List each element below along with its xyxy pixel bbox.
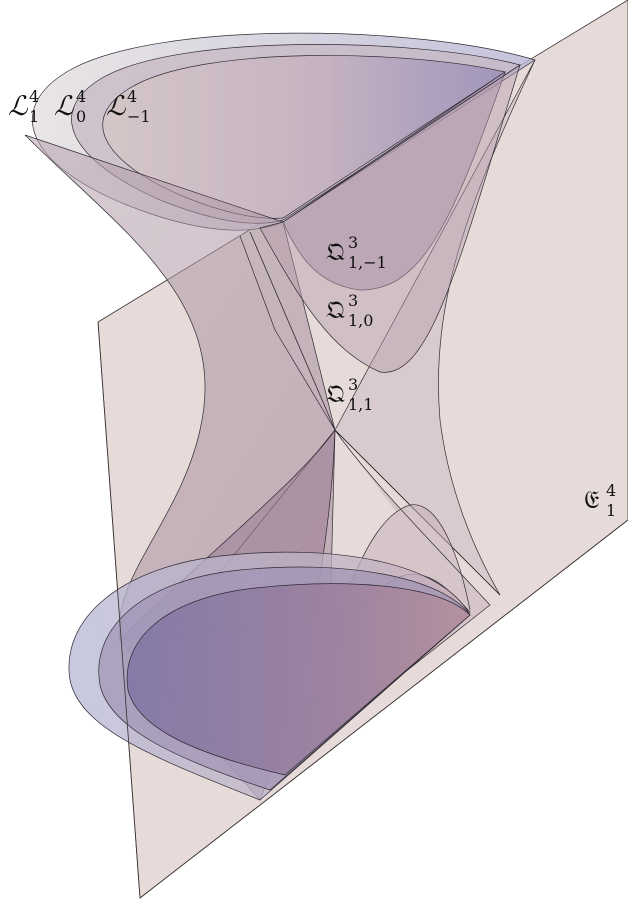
svg-text:1,−1: 1,−1 <box>348 253 387 272</box>
svg-text:−1: −1 <box>127 107 151 126</box>
label-quadric-1m1: 𝔔 3 1,−1 <box>326 233 387 272</box>
svg-text:3: 3 <box>348 291 358 310</box>
label-lightcone-0: ℒ 4 0 <box>54 87 86 126</box>
label-plane: 𝔈 4 1 <box>584 481 616 520</box>
label-quadric-11: 𝔔 3 1,1 <box>326 375 373 414</box>
svg-text:3: 3 <box>348 375 358 394</box>
svg-text:4: 4 <box>127 87 137 106</box>
quadric-1m1-surface <box>282 71 506 291</box>
svg-text:ℒ: ℒ <box>8 91 28 122</box>
svg-text:4: 4 <box>606 481 616 500</box>
plane-cut-line-left <box>239 235 336 431</box>
svg-text:1: 1 <box>606 501 616 520</box>
label-quadric-10: 𝔔 3 1,0 <box>326 291 373 330</box>
svg-text:1,0: 1,0 <box>348 311 373 330</box>
label-lightcone-1: ℒ 4 1 <box>8 87 39 126</box>
svg-text:ℒ: ℒ <box>54 91 74 122</box>
plane-bottom-edge <box>139 519 628 899</box>
plane-front-edge <box>97 321 141 899</box>
svg-text:4: 4 <box>29 87 39 106</box>
svg-text:𝔔: 𝔔 <box>326 295 345 324</box>
svg-text:0: 0 <box>76 107 86 126</box>
svg-text:𝔈: 𝔈 <box>584 485 599 514</box>
svg-text:ℒ: ℒ <box>106 91 126 122</box>
quadric-10-surface <box>259 64 521 373</box>
svg-text:4: 4 <box>76 87 86 106</box>
hyperboloid-right <box>334 59 536 596</box>
svg-text:3: 3 <box>348 233 358 252</box>
lightcone-bottom-inner <box>126 583 471 776</box>
label-lightcone-m1: ℒ 4 −1 <box>106 87 151 126</box>
svg-text:𝔔: 𝔔 <box>326 237 345 266</box>
svg-text:1: 1 <box>29 107 39 126</box>
svg-text:𝔔: 𝔔 <box>326 379 345 408</box>
svg-text:1,1: 1,1 <box>348 395 373 414</box>
